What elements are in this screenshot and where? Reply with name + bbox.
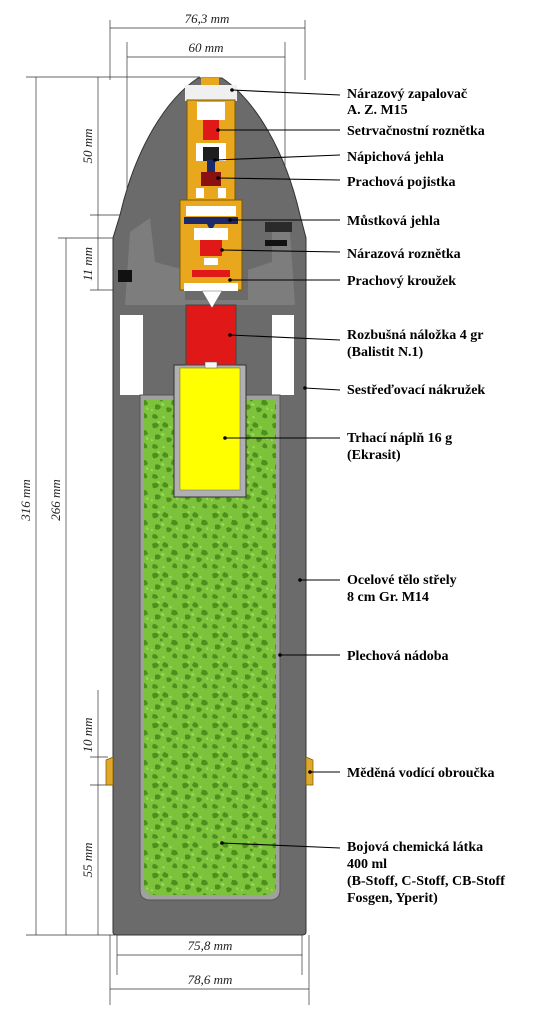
dim-base-to-band: 55 mm <box>80 842 95 877</box>
dim-fuze-height: 50 mm <box>80 128 95 163</box>
dim-band-width: 10 mm <box>80 717 95 752</box>
label-bridge-pin: Můstková jehla <box>347 214 440 229</box>
powder-ring <box>192 270 230 277</box>
fuze-assembly <box>118 78 292 309</box>
burster-charge <box>179 367 241 491</box>
label-centering-ring: Sestřeďovací nákružek <box>347 383 485 398</box>
fuze-tip <box>201 78 219 85</box>
label-tin-container: Plechová nádoba <box>347 649 449 664</box>
dim-top-width: 76,3 mm <box>185 11 230 26</box>
impact-detonator <box>200 240 222 256</box>
label-inertia-detonator: Setrvačnostní roznětka <box>347 124 485 139</box>
label-fuze: Nárazový zapalovač A. Z. M15 <box>347 87 471 118</box>
bridge-needle <box>184 217 238 232</box>
label-striker-pin: Nápichová jehla <box>347 150 444 165</box>
dim-base-width-inner: 75,8 mm <box>188 938 233 953</box>
powder-safety <box>201 172 221 186</box>
leader-lines <box>213 88 341 849</box>
label-chemical-agent: Bojová chemická látka 400 ml (B-Stoff, C… <box>347 840 508 906</box>
copper-band-left <box>105 756 114 786</box>
centering-gap-right <box>272 315 294 395</box>
label-powder-ring: Prachový kroužek <box>347 274 456 289</box>
label-copper-band: Měděná vodící obroučka <box>347 766 495 781</box>
label-impact-detonator: Nárazová roznětka <box>347 247 461 262</box>
chemical-agent-fill <box>144 400 276 895</box>
label-burster: Trhací náplň 16 g (Ekrasit) <box>347 431 456 463</box>
striker-needle <box>207 160 215 172</box>
label-booster: Rozbušná náložka 4 gr (Balistit N.1) <box>347 328 487 360</box>
centering-gap-left <box>120 315 143 395</box>
dim-base-width-outer: 78,6 mm <box>188 972 233 987</box>
inertia-detonator <box>203 120 219 140</box>
dim-fuze-width: 60 mm <box>188 40 223 55</box>
label-powder-safety: Prachová pojistka <box>347 175 456 190</box>
dim-total-length: 316 mm <box>18 479 33 522</box>
label-steel-body: Ocelové tělo střely 8 cm Gr. M14 <box>347 573 460 605</box>
dim-band-offset-upper: 11 mm <box>80 247 95 281</box>
dim-body-length: 266 mm <box>48 479 63 521</box>
